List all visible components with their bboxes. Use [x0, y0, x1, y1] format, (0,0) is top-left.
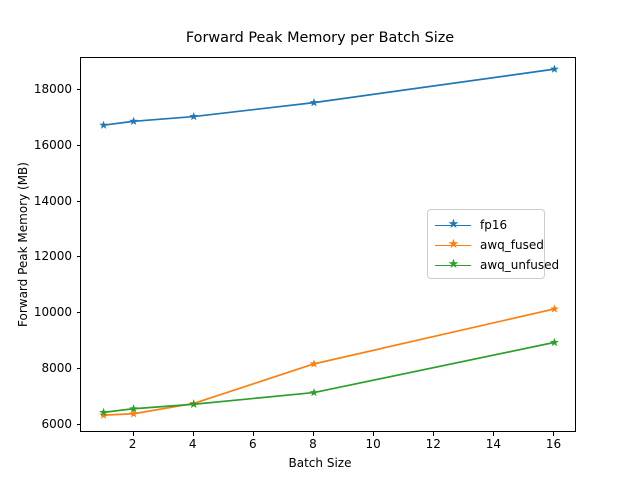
legend-label: awq_fused — [480, 238, 544, 252]
y-axis-tick-mark — [76, 367, 80, 369]
legend-label: fp16 — [480, 218, 508, 232]
legend-swatch-icon: ★ — [435, 238, 471, 252]
data-point-marker — [550, 304, 559, 313]
data-point-marker — [129, 116, 138, 126]
x-axis-tick-label: 10 — [365, 437, 381, 451]
x-axis-tick-mark — [192, 432, 194, 436]
x-axis-tick-label: 6 — [249, 437, 257, 451]
x-axis-tick-label: 8 — [309, 437, 317, 451]
legend-star-icon: ★ — [447, 237, 460, 252]
y-axis-tick-labels: 6000 8000 10000 12000 14000 16000 18000 — [0, 0, 72, 480]
legend-line — [435, 244, 471, 247]
data-point-marker — [99, 407, 108, 417]
data-point-marker — [189, 399, 199, 408]
data-point-marker — [550, 337, 559, 347]
legend-item-fp16[interactable]: ★ fp16 — [435, 216, 507, 234]
data-point-marker — [99, 120, 108, 129]
series-awq_fused — [99, 304, 559, 419]
data-point-marker — [550, 64, 559, 73]
y-axis-tick-label: 18000 — [33, 82, 72, 97]
legend-swatch-icon: ★ — [435, 258, 471, 272]
legend-line — [435, 264, 471, 267]
series-line — [102, 308, 556, 417]
chart-legend[interactable]: ★ fp16 ★ awq_fused ★ awq_unfused — [427, 209, 559, 279]
data-point-marker — [129, 404, 138, 413]
y-axis-tick-label: 6000 — [41, 416, 72, 431]
data-point-marker — [129, 409, 138, 418]
y-axis-tick-mark — [76, 312, 80, 314]
x-axis-tick-mark — [373, 432, 375, 436]
x-axis-tick-mark — [312, 432, 314, 436]
legend-star-icon: ★ — [447, 257, 460, 272]
x-axis-tick-label: 12 — [425, 437, 441, 451]
data-point-marker — [309, 359, 319, 368]
x-axis-tick-labels: 2 4 6 8 10 12 14 16 — [0, 437, 640, 457]
y-axis-tick-label: 14000 — [33, 193, 72, 208]
x-axis-tick-mark — [433, 432, 435, 436]
y-axis-tick-label: 8000 — [41, 360, 72, 375]
x-axis-tick-mark — [252, 432, 254, 436]
data-point-marker — [309, 98, 319, 107]
legend-item-awq_unfused[interactable]: ★ awq_unfused — [435, 256, 559, 274]
x-axis-tick-label: 4 — [188, 437, 197, 451]
y-axis-tick-mark — [76, 89, 80, 91]
y-axis-tick-mark — [76, 200, 80, 202]
legend-label: awq_unfused — [480, 258, 560, 272]
x-axis-tick-mark — [553, 432, 555, 436]
plot-area — [80, 57, 576, 432]
y-axis-tick-label: 16000 — [33, 137, 72, 152]
data-point-marker — [189, 111, 199, 121]
y-axis-tick-mark — [76, 144, 80, 146]
series-line — [102, 341, 556, 414]
x-axis-tick-label: 14 — [485, 437, 501, 451]
legend-swatch-icon: ★ — [435, 218, 471, 232]
legend-item-awq_fused[interactable]: ★ awq_fused — [435, 236, 544, 254]
plot-series-svg — [99, 64, 559, 419]
series-awq_unfused — [99, 337, 559, 417]
x-axis-tick-mark — [132, 432, 134, 436]
y-axis-tick-mark — [76, 256, 80, 258]
y-axis-tick-label: 10000 — [33, 305, 72, 320]
x-axis-label: Batch Size — [288, 456, 352, 470]
y-axis-tick-mark — [76, 423, 80, 425]
x-axis-tick-mark — [493, 432, 495, 436]
x-axis-tick-label: 2 — [128, 437, 137, 451]
y-axis-tick-label: 12000 — [33, 249, 72, 264]
data-point-marker — [309, 387, 319, 397]
legend-line — [435, 224, 471, 227]
legend-star-icon: ★ — [447, 217, 460, 232]
series-fp16 — [99, 64, 559, 129]
chart-title: Forward Peak Memory per Batch Size — [185, 30, 455, 46]
series-line — [102, 68, 556, 127]
x-axis-tick-label: 16 — [545, 437, 562, 451]
data-point-marker — [99, 410, 108, 419]
